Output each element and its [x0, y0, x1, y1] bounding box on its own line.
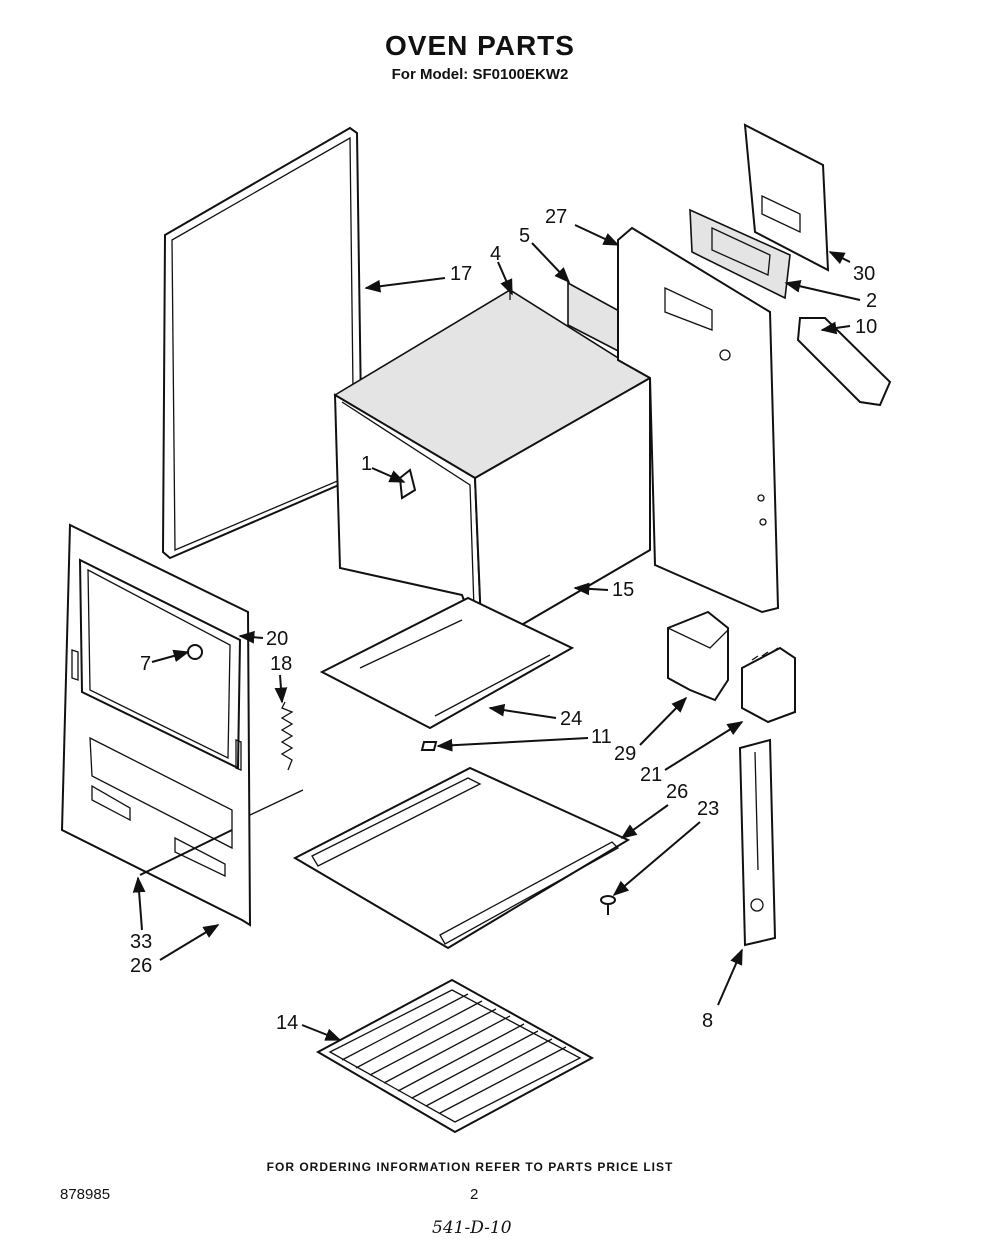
small-clip-part [420, 741, 438, 751]
door-spring-part [280, 701, 294, 771]
callout-labels: 17 4 5 27 30 2 10 1 15 20 7 18 24 11 29 … [130, 206, 877, 1034]
page-number: 2 [470, 1186, 479, 1203]
callout-23: 23 [697, 798, 719, 820]
callout-21: 21 [640, 764, 662, 786]
door-gasket-part [161, 126, 364, 560]
callout-2: 2 [866, 290, 877, 312]
callout-33: 33 [130, 931, 152, 953]
callout-11: 11 [591, 726, 612, 748]
callout-15: 15 [612, 579, 634, 601]
page-title: OVEN PARTS [385, 30, 575, 61]
callout-8: 8 [702, 1010, 713, 1032]
hinge-part [738, 738, 777, 947]
callout-27: 27 [545, 206, 567, 228]
oven-door-part [60, 523, 252, 927]
ordering-note: FOR ORDERING INFORMATION REFER TO PARTS … [266, 1160, 674, 1174]
document-number: 878985 [60, 1186, 111, 1203]
callout-24: 24 [560, 708, 582, 730]
terminal-block-part [741, 646, 796, 724]
oven-liner-part [333, 289, 652, 650]
shield-part [667, 610, 729, 702]
callout-20: 20 [266, 628, 288, 650]
callout-17: 17 [450, 263, 472, 285]
oven-rack-part [315, 978, 595, 1134]
callout-29: 26 [666, 781, 688, 803]
callout-30: 30 [853, 263, 875, 285]
callout-31: 29 [614, 743, 636, 765]
callout-7: 7 [140, 653, 151, 675]
leader-lines [132, 224, 861, 1041]
screw-part [600, 895, 616, 915]
callout-5: 5 [519, 225, 530, 247]
callout-10: 10 [855, 316, 877, 338]
hinge-rod-part [139, 789, 304, 876]
callout-4: 4 [490, 243, 501, 265]
handwritten-note: 541-D-10 [432, 1218, 512, 1238]
oven-bottom-part [319, 596, 575, 730]
callout-26: 26 [130, 955, 152, 977]
rear-panel-part [617, 226, 780, 614]
callout-14: 14 [276, 1012, 298, 1034]
callout-1: 1 [361, 453, 372, 475]
callout-18: 18 [270, 653, 292, 675]
vent-gasket-part [689, 208, 791, 300]
mounting-plate-part [743, 123, 830, 272]
model-subtitle: For Model: SF0100EKW2 [391, 66, 569, 83]
broiler-pan-part [292, 766, 631, 950]
window-screw-part [187, 644, 203, 660]
vent-duct-part [796, 317, 892, 407]
